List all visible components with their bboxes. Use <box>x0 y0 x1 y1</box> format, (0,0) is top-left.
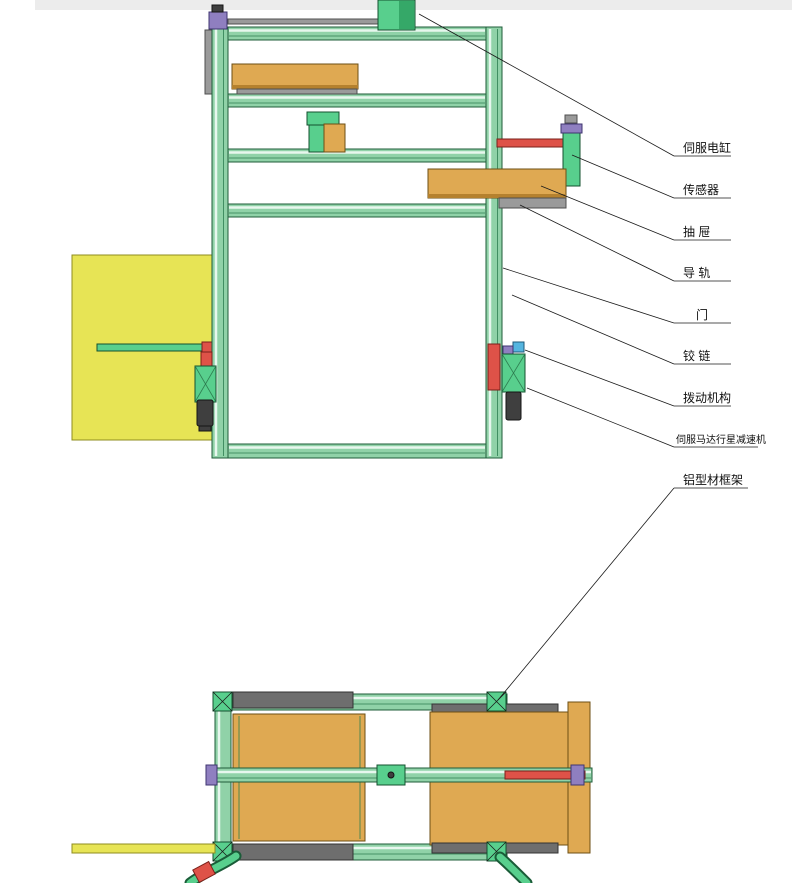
beam-profile <box>227 93 487 108</box>
push-rod-top <box>504 770 586 780</box>
gearbox-cross-line <box>194 365 217 403</box>
leader-line <box>502 267 675 324</box>
upper-drawer-edge <box>232 85 358 89</box>
rod-end-cap <box>211 4 224 13</box>
right-servo-motor <box>505 391 522 421</box>
connector-hole <box>387 771 395 779</box>
leader-line <box>540 185 675 241</box>
label-guide-rail: 导 轨 <box>519 204 731 282</box>
bracket-cross <box>486 841 507 862</box>
top-beam-profile <box>227 26 487 41</box>
gearbox-cross-line <box>501 353 526 393</box>
leader-line <box>519 204 675 282</box>
label-toggle-mechanism: 拨动机构 <box>524 349 731 407</box>
label-sensor: 传感器 <box>571 154 731 199</box>
bracket-cross <box>212 691 233 712</box>
mid-bracket-block <box>323 123 346 153</box>
door-bar-top-view <box>71 843 216 854</box>
corner-bracket <box>486 691 507 712</box>
label-text: 抽 屉 <box>683 225 710 239</box>
top-drive-rod <box>227 18 379 25</box>
label-servo-motor-planetary-reducer: 伺服马达行星减速机 <box>526 387 766 448</box>
guide-rail-block <box>498 197 567 209</box>
right-fitting <box>502 345 514 355</box>
cable-hose-right <box>496 853 531 883</box>
leader-line <box>418 13 675 157</box>
push-rod <box>496 138 568 148</box>
right-hinge <box>487 343 501 391</box>
label-text: 伺服电缸 <box>683 140 731 155</box>
front-view <box>71 0 583 459</box>
leader-line <box>571 154 675 199</box>
upper-drawer-rail <box>236 88 358 95</box>
beam-profile <box>227 148 487 163</box>
door-actuator-bar <box>96 343 206 352</box>
bottom-rail-cover <box>232 843 354 861</box>
label-text: 传感器 <box>683 182 719 197</box>
callout-labels: 伺服电缸 传感器 抽 屉 导 轨 门 铰 链 <box>418 13 766 701</box>
label-text: 门 <box>696 307 708 322</box>
upper-drawer <box>231 63 359 90</box>
top-view <box>71 691 593 883</box>
left-motor-foot <box>198 425 212 432</box>
lower-drawer-edge <box>428 194 566 198</box>
bracket-cross <box>486 691 507 712</box>
bracket-cross <box>212 841 233 862</box>
cable-hose-left <box>186 852 240 883</box>
rod-fitting-right <box>570 764 585 786</box>
hose-connector <box>192 860 216 883</box>
mid-bracket-top <box>306 111 340 126</box>
door-bar-fitting <box>201 341 214 353</box>
label-text: 导 轨 <box>683 266 710 280</box>
top-rail-cover <box>232 691 354 709</box>
corner-bracket <box>212 691 233 712</box>
mid-bracket-post <box>308 124 325 153</box>
hose-connector-body <box>192 860 216 883</box>
beam-profile <box>227 203 487 218</box>
leader-line <box>524 349 675 407</box>
label-aluminum-profile-frame: 铝型材框架 <box>497 472 748 701</box>
label-drawer: 抽 屉 <box>540 185 731 241</box>
label-servo-electric-cylinder: 伺服电缸 <box>418 13 731 157</box>
leader-line <box>511 294 675 365</box>
rod-end-bracket <box>208 11 228 30</box>
lower-drawer <box>427 168 567 199</box>
label-text: 伺服马达行星减速机 <box>676 433 766 446</box>
right-column-profile <box>485 26 503 459</box>
sensor-cap <box>564 114 578 124</box>
rod-fitting-left <box>205 764 218 786</box>
label-hinge: 铰 链 <box>511 294 731 365</box>
toggle-block <box>512 341 525 353</box>
leader-line <box>497 487 675 701</box>
label-text: 铰 链 <box>683 348 710 363</box>
servo-cylinder-shade <box>399 1 414 29</box>
label-text: 铝型材框架 <box>683 472 743 487</box>
left-servo-motor <box>196 399 214 427</box>
leader-line <box>526 387 675 448</box>
label-door: 门 <box>502 267 731 324</box>
bottom-beam-profile <box>227 443 487 459</box>
label-text: 拨动机构 <box>683 390 731 405</box>
sensor-fitting <box>560 123 583 134</box>
